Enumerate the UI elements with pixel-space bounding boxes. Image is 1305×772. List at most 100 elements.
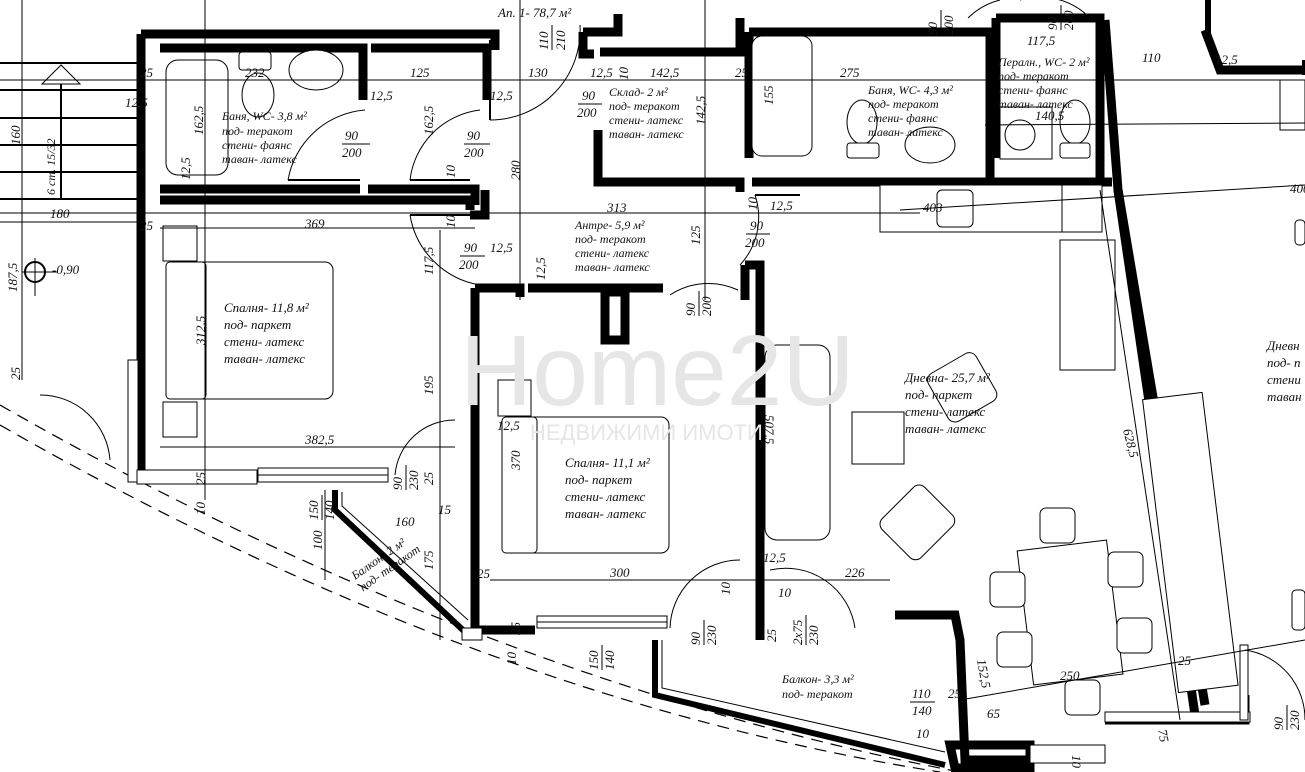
label-text: 160 <box>395 514 415 529</box>
coffee-table <box>851 411 905 465</box>
label-text: 10 <box>1069 755 1084 769</box>
label-text: 12,5 <box>1215 52 1238 67</box>
drawing-element <box>332 490 468 635</box>
label-text: 152,5 <box>974 658 994 690</box>
label-text: 90 <box>688 632 703 646</box>
label-text: 382,5 <box>304 432 335 447</box>
room-label-bath2: Баня, WC- 4,3 м² под- теракот стени- фая… <box>867 83 953 139</box>
cabinet <box>1141 391 1239 694</box>
label-text: 117,5 <box>1027 33 1056 48</box>
label-text: 90 <box>1045 17 1060 31</box>
drawing-element <box>669 282 739 296</box>
label-text: 90 <box>1271 717 1286 731</box>
label-text: 142,5 <box>693 95 708 125</box>
label-text: Баня, WC- 4,3 м² <box>867 83 953 97</box>
drawing-element <box>600 287 630 345</box>
kitchen-sink <box>936 189 974 228</box>
label-text: 90 <box>467 128 481 143</box>
label-text: 313 <box>606 200 627 215</box>
drawing-element <box>846 142 880 159</box>
label-text: 10 <box>504 652 519 666</box>
label-text: стени- фаянс <box>222 138 292 152</box>
label-text: 25 <box>735 65 749 80</box>
windows <box>257 467 1249 764</box>
label-text: 25 <box>948 686 962 701</box>
sofa <box>764 344 831 541</box>
label-text: таван- латекс <box>565 506 646 521</box>
room-label-balcony2: Балкон- 3,3 м² под- теракот <box>781 672 854 701</box>
label-text: 10 <box>193 502 208 516</box>
label-text: 10 <box>745 197 760 211</box>
drawing-element <box>1099 189 1181 721</box>
drawing-element <box>1200 28 1305 75</box>
label-text: Дневна- 25,7 м² <box>903 370 991 385</box>
drawing-element <box>1020 0 1091 19</box>
label-text: 12,5 <box>770 198 793 213</box>
label-text: 90 <box>750 218 764 233</box>
drawing-element <box>40 64 82 85</box>
label-text: под- паркет <box>565 472 632 487</box>
label-text: стени <box>1267 372 1301 387</box>
watermark-subtitle: НЕДВИЖИМИ ИМОТИ <box>530 420 763 445</box>
label-text: 230 <box>704 625 719 645</box>
drawing-element <box>967 0 1001 19</box>
label-text: 90 <box>464 240 478 255</box>
label-text: стени- латекс <box>905 404 986 419</box>
drawing-element <box>1104 711 1251 723</box>
toilet-tank-1 <box>238 51 272 71</box>
room-label-laundry: Перaлн., WC- 2 м² под- теракот стени- фа… <box>997 55 1090 111</box>
label-text: 125 <box>410 65 430 80</box>
kitchen-counter-2 <box>1059 239 1116 371</box>
label-text: таван- латекс <box>575 260 650 274</box>
label-text: таван- латекс <box>868 125 943 139</box>
label-text: 10 <box>616 67 631 81</box>
label-text: 275 <box>840 65 860 80</box>
room-label-living-next: Дневн под- п стени таван <box>1265 338 1302 404</box>
stairs-label: 6 ст. 15/32 <box>44 139 58 195</box>
label-text: 12,5 <box>125 95 148 110</box>
label-text: 230 <box>806 625 821 645</box>
watermark-logo: Home2U <box>460 315 855 427</box>
label-text: 25 <box>140 65 154 80</box>
label-text: под- паркет <box>224 317 291 332</box>
drawing-element <box>160 43 492 100</box>
drawing-element <box>127 359 139 483</box>
drawing-element <box>984 122 1305 126</box>
drawing-element <box>895 610 1030 765</box>
drawing-element <box>661 640 946 753</box>
label-text: 75 <box>1155 728 1172 744</box>
label-text: 117,5 <box>421 246 436 275</box>
drawing-element <box>136 469 258 485</box>
label-text: 370 <box>508 450 523 471</box>
drawing-element <box>501 416 538 554</box>
drawing-element <box>991 13 1105 182</box>
label-text: 10 <box>916 726 930 741</box>
label-text: 250 <box>1060 668 1080 683</box>
label-text: 25 <box>421 472 436 486</box>
label-text: 230 <box>406 470 421 490</box>
label-text: Спалня- 11,1 м² <box>565 455 651 470</box>
label-text: таван- латекс <box>998 97 1073 111</box>
label-text: 200 <box>745 235 765 250</box>
label-text: 200 <box>464 145 484 160</box>
label-text: 403 <box>923 200 943 215</box>
label-text: 160 <box>8 125 23 145</box>
furniture <box>162 35 1305 716</box>
label-text: 25 <box>8 367 23 381</box>
label-text: 100 <box>310 530 325 550</box>
label-text: 230 <box>1287 710 1302 730</box>
shower-tray <box>751 35 813 157</box>
label-text: 110 <box>912 686 931 701</box>
drawing-element <box>409 214 481 286</box>
label-text: стени- латекс <box>609 113 684 127</box>
label-text: 12,5 <box>490 88 513 103</box>
label-text: 369 <box>304 216 325 231</box>
